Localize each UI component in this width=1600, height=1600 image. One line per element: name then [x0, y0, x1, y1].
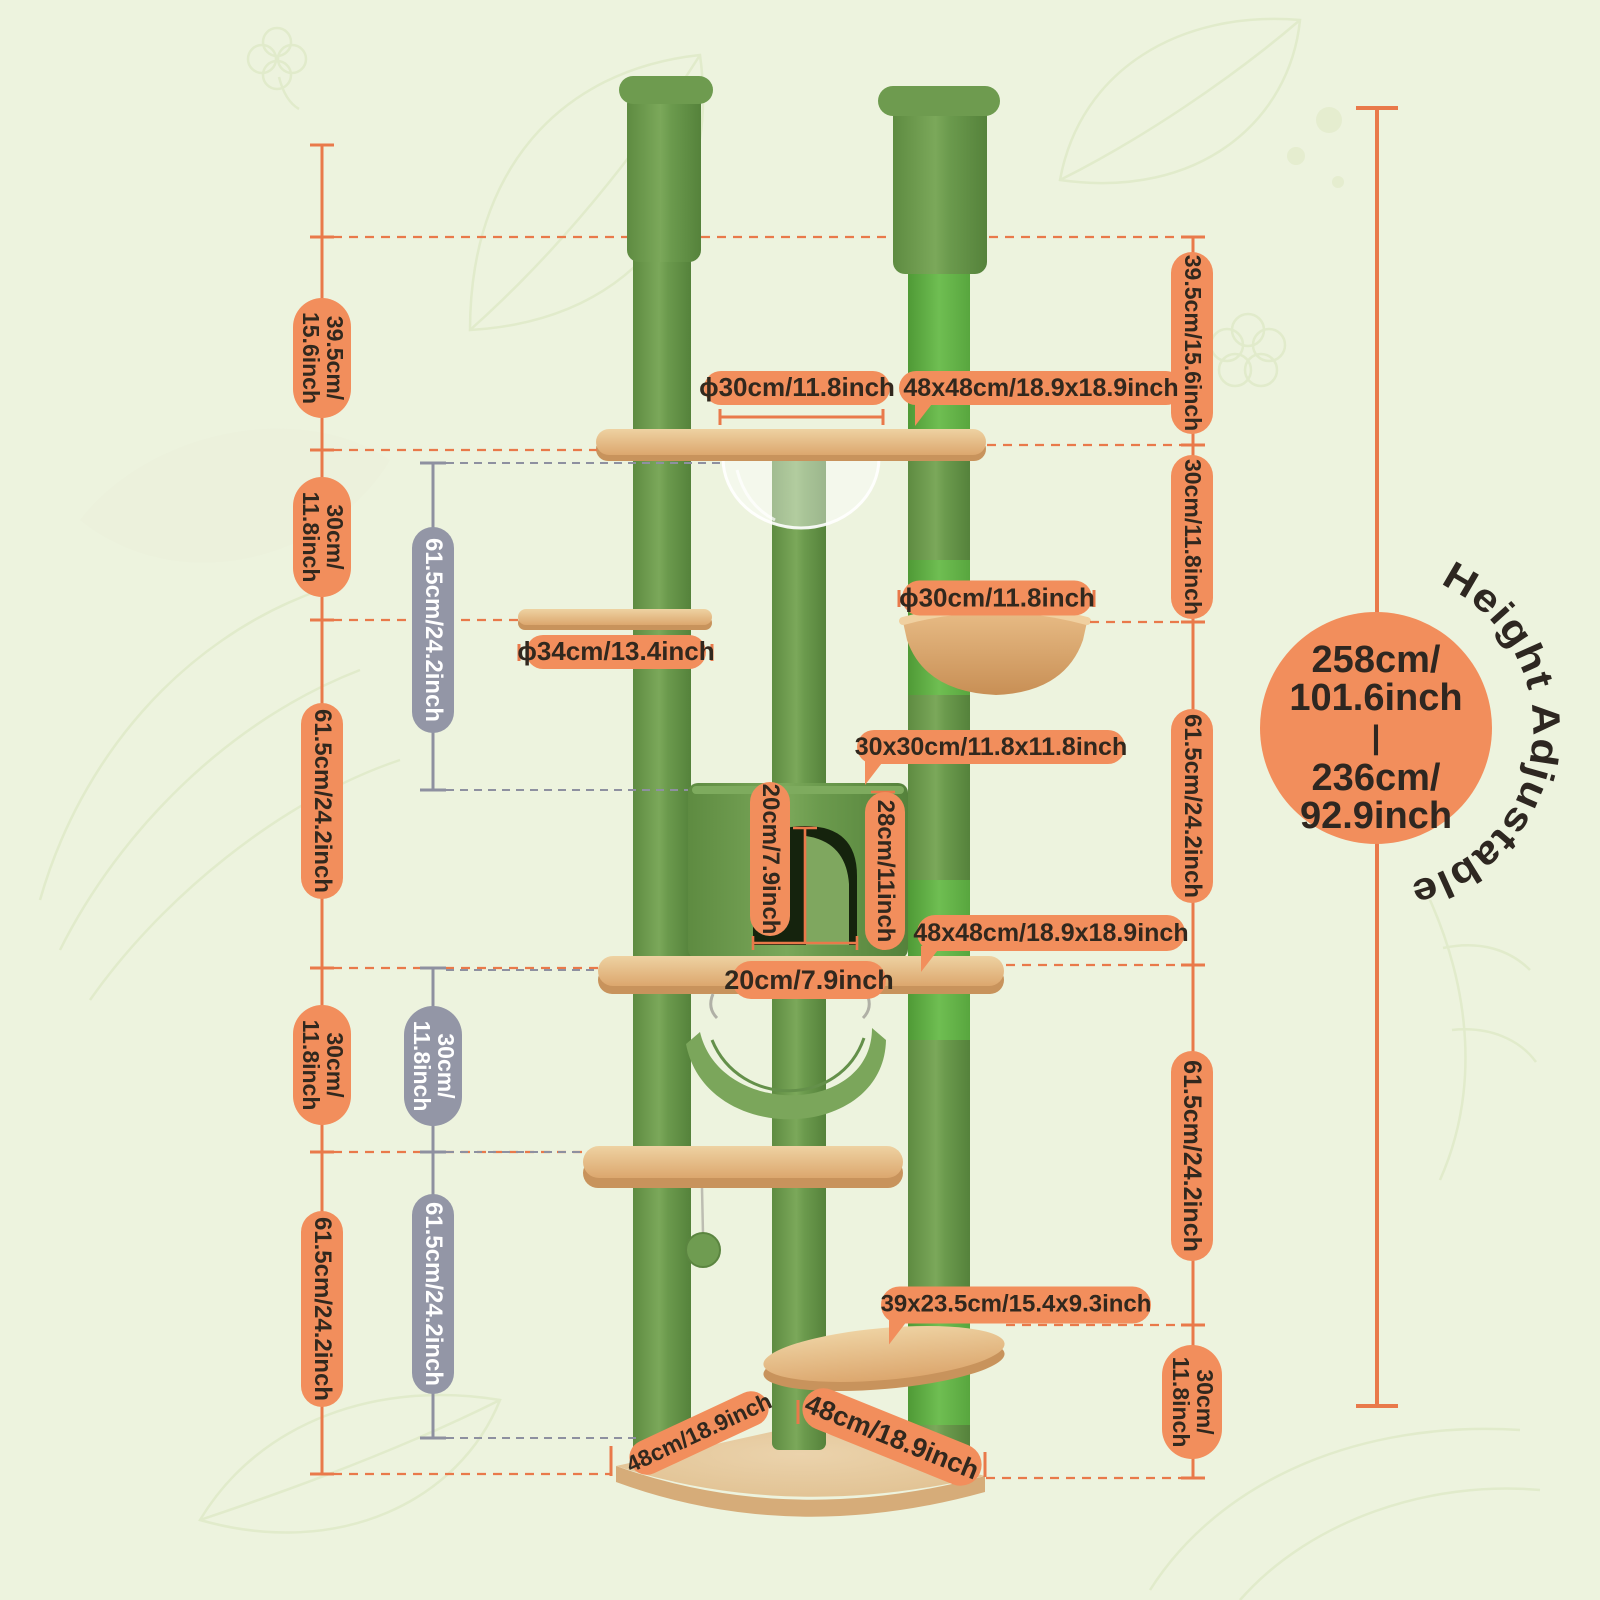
callout-basket-diameter: ϕ30cm/11.8inch: [899, 580, 1095, 616]
dim-line: 30x30cm/11.8x11.8inch: [854, 733, 1128, 761]
dim-line: 48x48cm/18.9x18.9inch: [903, 374, 1179, 402]
dim-line: 61.5cm/24.2inch: [309, 708, 337, 894]
dim-line: 20cm/7.9inch: [757, 783, 785, 935]
dim-line: 61.5cm/24.2inch: [1178, 1060, 1206, 1252]
badge-min-cm: 236cm/: [1312, 757, 1441, 799]
dim-left-39-5: 39.5cm/ 15.6inch: [293, 298, 351, 418]
dim-line: 30cm/: [321, 1032, 348, 1098]
dim-left-61-5-upper: 61.5cm/24.2inch: [301, 703, 343, 899]
dim-left-30-upper: 30cm/ 11.8inch: [293, 477, 351, 597]
callout-tail: [915, 400, 935, 426]
dim-line: 11.8inch: [409, 1020, 435, 1112]
dim-line: 61.5cm/24.2inch: [1179, 713, 1207, 899]
callout-middle-platform-size: 48x48cm/18.9x18.9inch: [913, 915, 1189, 972]
dim-gray-30: 30cm/ 11.8inch: [404, 1006, 462, 1126]
callout-small-platform-diameter: ϕ34cm/13.4inch: [517, 635, 715, 669]
dim-right-30-lower: 30cm/ 11.8inch: [1162, 1345, 1222, 1459]
dim-gray-61-5-lower: 61.5cm/24.2inch: [412, 1194, 454, 1394]
badge-separator: |: [1372, 719, 1381, 755]
dim-line: ϕ34cm/13.4inch: [517, 636, 715, 667]
callout-tail: [865, 759, 885, 785]
dim-line: 11.8inch: [298, 491, 324, 583]
right-post: [878, 86, 1000, 1460]
dim-line: 30cm/: [321, 504, 348, 570]
callout-condo-size: 30x30cm/11.8x11.8inch: [854, 730, 1128, 785]
small-platform: [518, 609, 712, 630]
base-board: [616, 1426, 985, 1517]
dim-line: 48x48cm/18.9x18.9inch: [913, 919, 1189, 947]
dim-right-61-5-lower: 61.5cm/24.2inch: [1171, 1051, 1213, 1261]
callout-condo-door-height: 20cm/7.9inch: [750, 782, 790, 936]
dim-line: 11.8inch: [298, 1019, 324, 1111]
badge-max-in: 101.6inch: [1289, 677, 1462, 719]
dim-line: 61.5cm/24.2inch: [309, 1216, 337, 1402]
background-doodles: [38, 17, 1541, 1600]
dim-line: 39.5cm/15.6inch: [1179, 254, 1206, 432]
dim-line: 15.6inch: [298, 311, 324, 405]
dim-right-61-5-upper: 61.5cm/24.2inch: [1171, 709, 1213, 903]
badge-min-in: 92.9inch: [1300, 795, 1452, 837]
height-badge-circle: [1260, 612, 1492, 844]
top-platform: [596, 429, 986, 461]
dim-line: 61.5cm/24.2inch: [420, 537, 448, 723]
dim-line: ϕ30cm/11.8inch: [699, 372, 895, 403]
dome-bowl: [721, 457, 881, 530]
dim-line: 28cm/11inch: [872, 799, 900, 943]
height-badge: 258cm/ 101.6inch | 236cm/ 92.9inch Heigh…: [1260, 106, 1567, 1408]
callout-top-diameter: ϕ30cm/11.8inch: [699, 371, 895, 405]
dim-line: 39.5cm/: [321, 315, 348, 401]
badge-max-cm: 258cm/: [1312, 639, 1441, 681]
toy-ball: [685, 1187, 721, 1268]
dim-line: 20cm/7.9inch: [724, 964, 894, 995]
callout-step-platform-size: 39x23.5cm/15.4x9.3inch: [880, 1286, 1152, 1345]
dim-line: 30cm/: [432, 1033, 459, 1099]
cat-tree: [518, 76, 1091, 1517]
dim-left-61-5-lower: 61.5cm/24.2inch: [301, 1211, 343, 1407]
dim-gray-61-5-upper: 61.5cm/24.2inch: [412, 527, 454, 733]
lower-platform: [583, 1146, 903, 1188]
dim-line: 39x23.5cm/15.4x9.3inch: [880, 1290, 1152, 1318]
dim-right-30-upper: 30cm/11.8inch: [1171, 455, 1213, 619]
step-platform: [763, 1326, 1005, 1392]
callout-condo-door-width: 20cm/7.9inch: [724, 961, 894, 999]
dim-right-39-5: 39.5cm/15.6inch: [1171, 252, 1213, 434]
dim-line: 30cm/11.8inch: [1179, 459, 1206, 615]
dim-line: 30cm/: [1191, 1369, 1218, 1435]
dim-line: 61.5cm/24.2inch: [420, 1201, 448, 1387]
callout-tail: [889, 1318, 909, 1345]
callout-condo-height: 28cm/11inch: [865, 792, 905, 950]
dim-line: 11.8inch: [1168, 1356, 1194, 1448]
dim-left-30-lower: 30cm/ 11.8inch: [293, 1005, 351, 1125]
dim-line: ϕ30cm/11.8inch: [899, 582, 1095, 613]
callout-tail: [921, 946, 941, 972]
callout-top-platform-size: 48x48cm/18.9x18.9inch: [899, 371, 1183, 426]
